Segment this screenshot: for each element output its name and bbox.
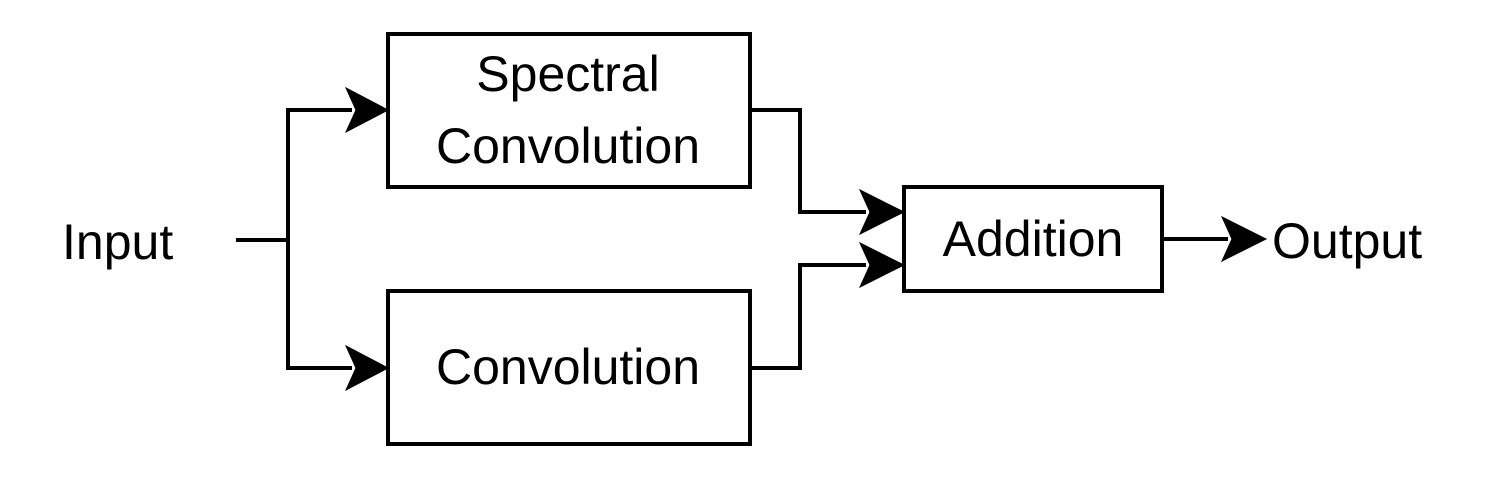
arrowhead-convolution-to-addition <box>858 241 906 289</box>
spectral-to-addition-wire <box>750 108 866 214</box>
addition-label: Addition <box>943 211 1124 267</box>
spectral-convolution-box: Spectral Convolution <box>386 32 752 189</box>
convolution-rect <box>386 289 752 446</box>
convolution-box: Convolution <box>386 289 752 446</box>
branch-wire-bottom <box>286 240 352 370</box>
arrowhead-spectral-to-addition <box>858 188 906 236</box>
arrowhead-to-convolution <box>344 344 390 392</box>
arrowhead-to-output <box>1220 215 1268 263</box>
spectral-convolution-line2: Convolution <box>436 118 700 174</box>
arrowhead-to-spectral <box>344 86 390 134</box>
addition-box: Addition <box>902 185 1164 293</box>
addition-rect <box>902 185 1164 293</box>
convolution-label: Convolution <box>436 339 700 395</box>
convolution-to-addition-wire <box>750 263 866 370</box>
output-label: Output <box>1272 213 1422 269</box>
spectral-convolution-line1: Spectral <box>476 46 659 102</box>
branch-wire-top <box>286 108 352 240</box>
input-label: Input <box>62 214 173 270</box>
